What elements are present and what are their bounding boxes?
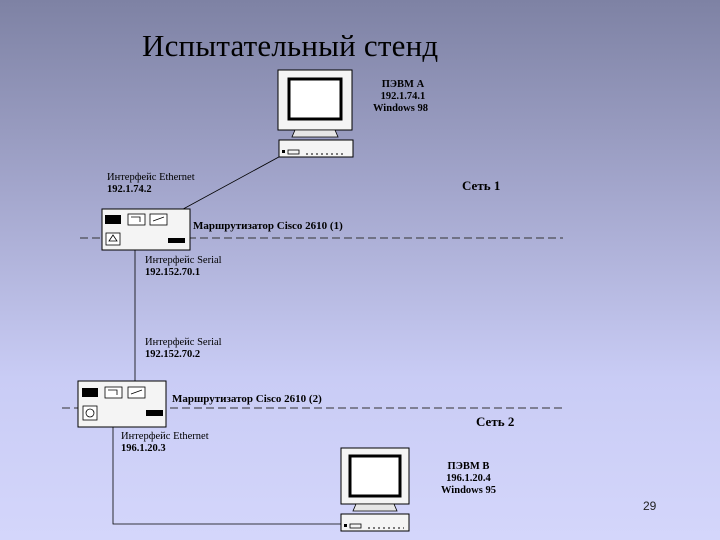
ethernet-link-b (112, 427, 341, 525)
router-1-label: Маршрутизатор Cisco 2610 (1) (193, 220, 343, 232)
computer-a-label: ПЭВМ А 192.1.74.1 Windows 98 (373, 79, 428, 115)
slide-title: Испытательный стенд (142, 28, 439, 63)
router-2-serial-ip: 192.152.70.2 (145, 349, 201, 360)
router-2-ethernet-ip: 196.1.20.3 (121, 443, 166, 454)
ethernet-link-a (173, 151, 289, 215)
router-1-serial-title: Интерфейс Serial (145, 255, 222, 266)
computer-b-name: ПЭВМ В (447, 461, 490, 472)
computer-b-ip: 196.1.20.4 (446, 473, 491, 484)
computer-b-label: ПЭВМ В 196.1.20.4 Windows 95 (441, 461, 496, 497)
network-2-label: Сеть 2 (476, 414, 515, 429)
page-number: 29 (643, 499, 657, 513)
network-1-label: Сеть 1 (462, 178, 501, 193)
computer-a-os: Windows 98 (373, 103, 428, 114)
router-2-serial-title: Интерфейс Serial (145, 337, 222, 348)
router-2-label: Маршрутизатор Cisco 2610 (2) (172, 393, 322, 405)
computer-b-icon (340, 447, 410, 532)
computer-a-icon (277, 69, 354, 158)
router-1-ethernet-label: Интерфейс Ethernet 192.1.74.2 (107, 172, 195, 196)
router-2-ethernet-label: Интерфейс Ethernet 196.1.20.3 (121, 431, 209, 455)
computer-b-os: Windows 95 (441, 485, 496, 496)
computer-a-name: ПЭВМ А (381, 79, 425, 90)
router-2-serial-label: Интерфейс Serial 192.152.70.2 (145, 337, 222, 361)
computer-a-ip: 192.1.74.1 (380, 91, 426, 102)
router-1-serial-label: Интерфейс Serial 192.152.70.1 (145, 255, 222, 279)
router-1-serial-ip: 192.152.70.1 (145, 267, 201, 278)
router-2-ethernet-title: Интерфейс Ethernet (121, 431, 209, 442)
router-1-icon (101, 208, 191, 251)
router-2-icon (77, 380, 167, 428)
router-1-ethernet-title: Интерфейс Ethernet (107, 172, 195, 183)
router-1-ethernet-ip: 192.1.74.2 (107, 184, 152, 195)
